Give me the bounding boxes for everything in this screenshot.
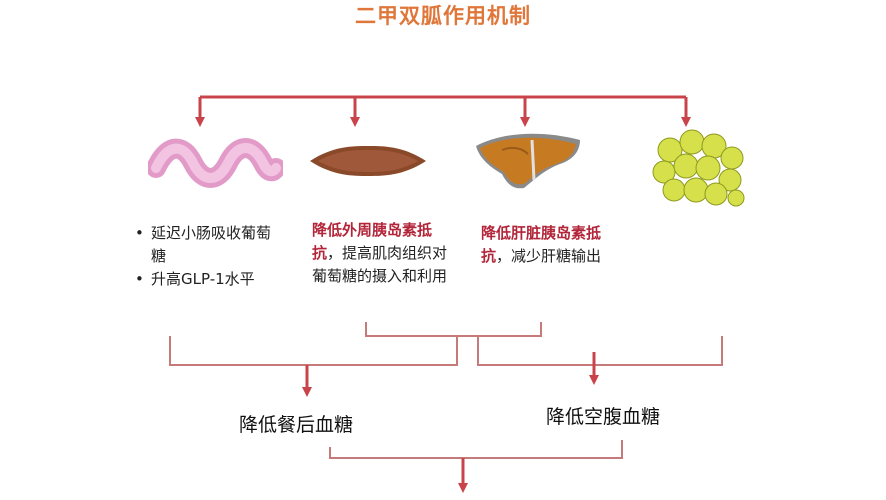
intestine-effects: 延迟小肠吸收葡萄糖 升高GLP-1水平 [133,222,278,291]
diagram-title: 二甲双胍作用机制 [355,4,531,28]
intestine-bullet: 升高GLP-1水平 [133,268,278,291]
bottom-bracket [329,440,623,459]
top-distribution-arrows [195,95,691,127]
postprandial-bracket [169,336,458,366]
intestine-bullet: 延迟小肠吸收葡萄糖 [133,222,278,268]
liver-effect: 降低肝脏胰岛素抵抗，减少肝糖输出 [481,222,611,268]
liver-effect-text: ，减少肝糖输出 [496,247,602,265]
muscle-liver-bracket [365,322,542,337]
liver-effect-highlight: 降低肝脏胰岛素抵抗 [481,224,602,265]
muscle-icon [310,146,426,176]
fasting-result: 降低空腹血糖 [546,406,661,428]
intestine-icon [148,138,283,188]
muscle-effect-highlight: 降低外周胰岛素抵抗 [312,221,433,262]
muscle-effect-text: ，提高肌肉组织对葡萄糖的摄入和利用 [312,244,448,285]
fasting-bracket [477,336,723,366]
muscle-effect: 降低外周胰岛素抵抗，提高肌肉组织对葡萄糖的摄入和利用 [312,219,462,288]
liver-icon [476,133,580,189]
result-arrows [302,352,599,397]
postprandial-result: 降低餐后血糖 [239,414,354,436]
fat-cells-icon [652,129,745,207]
